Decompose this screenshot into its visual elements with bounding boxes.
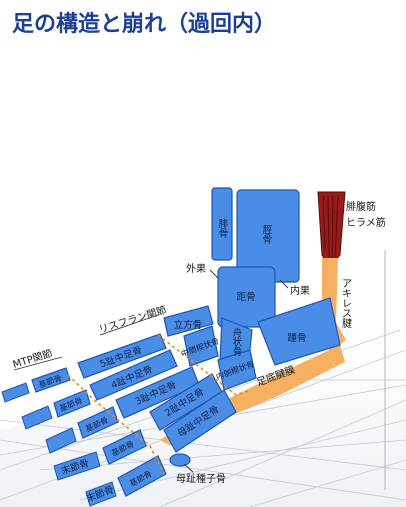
distal-phalanx-4 [21,405,53,430]
page-title: 足の構造と崩れ（過回内） [12,11,277,37]
mtp-joint-line [13,356,165,475]
lateral-malleolus-label: 外果 [186,263,206,275]
fibula-bone [211,187,233,261]
talus-label: 距骨 [236,292,255,303]
sesamoid-label: 母趾種子骨 [176,472,226,485]
distal-phalanx-3 [45,427,77,454]
proximal-phalanx-3 [77,406,119,439]
navicular-label: 舟状骨 [231,327,243,356]
tibia-label: 脛骨 [261,225,273,244]
gastrocnemius-label: 腓腹筋 [346,200,376,213]
achilles-label: アキレス腱 [340,278,352,329]
proximal-phalanx-5 [31,367,71,393]
lisfranc-joint-line [99,314,251,396]
metatarsal-1-bone [163,389,237,453]
proximal-phalanx-1 [117,455,167,497]
medial-malleolus-label: 内果 [290,284,310,297]
cuboid-bone [163,305,214,337]
distal-phalanx-5 [1,382,30,403]
sesamoid-bone [169,453,191,467]
medial-cuneiform-bone [217,349,257,391]
leader-lines [183,211,342,473]
mtp-label: MTP関節 [11,347,54,371]
calcaneus-label: 踵骨 [287,332,306,344]
distal-phalanx-2 [53,451,101,481]
lisfranc-label: リスフラン関節 [97,303,168,336]
cuboid-label: 立方骨 [174,319,203,331]
distal-phalanx-1 [85,481,117,507]
metatarsal-5-bone [77,333,167,379]
metatarsal-4-bone [89,349,178,401]
fibula-label: 腓骨 [217,219,229,238]
soleus-label: ヒラメ筋 [346,216,386,229]
soleus-muscle [317,191,346,269]
intermediate-cuneiform-bone [183,325,219,367]
proximal-phalanx-4 [53,389,91,418]
talus-bone [217,266,276,328]
proximal-phalanx-2 [102,429,147,465]
calcaneus-bone [257,297,341,366]
